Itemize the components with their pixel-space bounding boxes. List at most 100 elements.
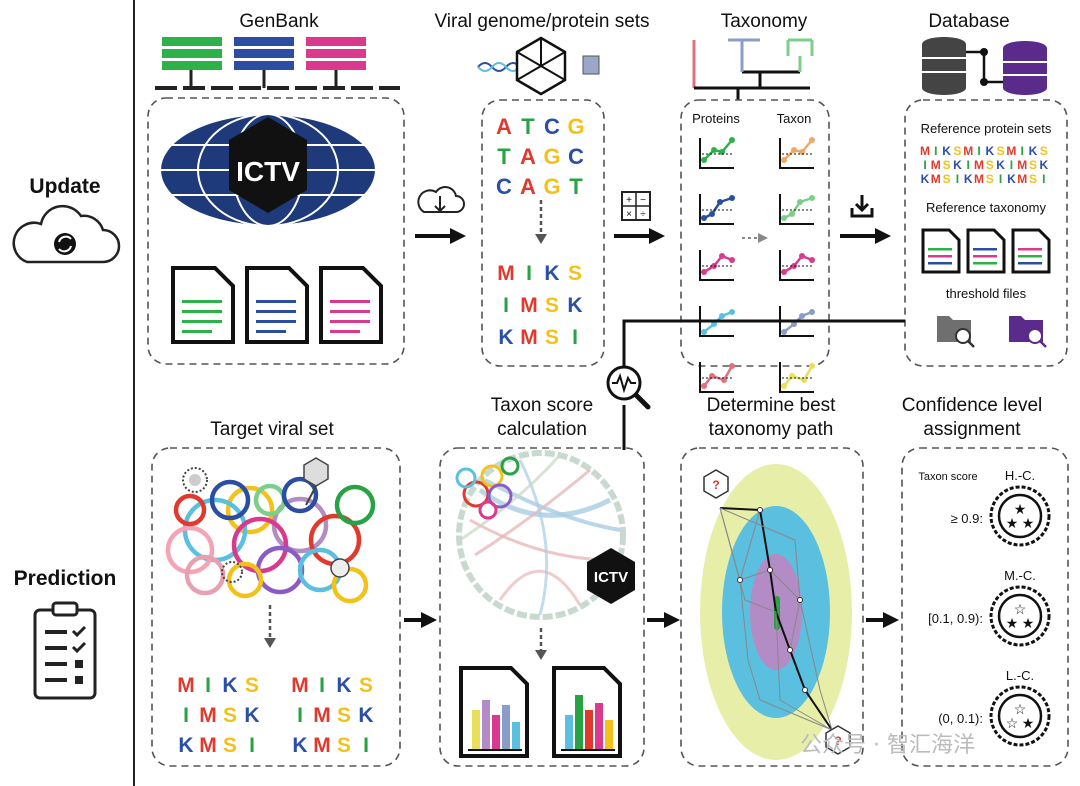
viral-sets-title: Viral genome/protein sets xyxy=(434,11,649,32)
svg-text:☆: ☆ xyxy=(1006,715,1019,731)
dna-letter: C xyxy=(496,174,512,199)
arrow-path-to-confidence xyxy=(866,612,899,628)
mini-plot-line xyxy=(783,196,813,220)
ref-protein-letter: M xyxy=(1017,158,1027,172)
mini-plot-axis xyxy=(779,362,814,393)
dna-letter: T xyxy=(569,174,583,199)
mini-plot-point xyxy=(797,199,803,205)
mini-plot-axis xyxy=(779,194,814,225)
ref-protein-letter: M xyxy=(931,172,941,186)
ref-protein-letter: K xyxy=(953,158,962,172)
mini-plot-point xyxy=(719,253,725,259)
mini-plot-line xyxy=(783,139,813,161)
mini-plot-point xyxy=(809,309,815,315)
download-tray-icon xyxy=(850,195,874,218)
mini-plot-point xyxy=(709,211,715,217)
row-label-prediction: Prediction xyxy=(14,567,117,590)
svg-text:★: ★ xyxy=(1014,501,1027,517)
ictv-logo-text: ICTV xyxy=(236,156,300,187)
target-protein-letter: I xyxy=(363,734,369,757)
mini-plot-point xyxy=(809,195,815,201)
target-protein-letter: K xyxy=(292,734,307,757)
ref-protein-letter: K xyxy=(1007,172,1016,186)
svg-text:★: ★ xyxy=(1006,615,1019,631)
dna-letter: T xyxy=(521,114,535,139)
taxonomy-path-network xyxy=(719,507,833,731)
ref-protein-letter: S xyxy=(943,158,951,172)
protein-letter: I xyxy=(503,294,509,317)
svg-text:×: × xyxy=(626,209,632,220)
taxonomy-col-proteins: Proteins xyxy=(692,111,740,126)
svg-text:÷: ÷ xyxy=(640,209,646,220)
arrow-sets-to-taxonomy xyxy=(614,228,665,244)
svg-text:★: ★ xyxy=(1022,515,1035,531)
mini-plot-point xyxy=(701,269,707,275)
mini-plot-point xyxy=(791,147,797,153)
mini-plot-point xyxy=(799,313,805,319)
svg-text:+: + xyxy=(626,195,632,206)
mini-plot-point xyxy=(789,211,795,217)
badge-label-low: L.-C. xyxy=(1006,668,1034,683)
arrow-proteins-to-taxon xyxy=(742,233,768,243)
mini-plot-point xyxy=(717,199,723,205)
protein-letter: M xyxy=(520,294,538,317)
target-protein-letter: K xyxy=(178,734,193,757)
ref-protein-letter: S xyxy=(943,172,951,186)
score-range-high: ≥ 0.9: xyxy=(951,511,983,526)
ref-protein-letter: S xyxy=(986,172,994,186)
target-protein-letter: S xyxy=(245,674,259,697)
ref-protein-letter: I xyxy=(923,158,926,172)
ref-protein-letter: I xyxy=(977,144,980,158)
viral-ring xyxy=(173,493,207,527)
ref-protein-letter: K xyxy=(964,172,973,186)
threshold-folder-icons xyxy=(937,316,1047,348)
protein-letter: K xyxy=(544,262,559,285)
genbank-panel xyxy=(147,97,405,365)
mini-plot-point xyxy=(799,253,805,259)
arrow-taxonomy-to-database xyxy=(840,228,891,244)
target-protein-letter: I xyxy=(249,734,255,757)
target-protein-letter: M xyxy=(313,704,331,727)
badge-label-high: H.-C. xyxy=(1005,468,1035,483)
dna-letter: A xyxy=(496,114,512,139)
badge-label-medium: M.-C. xyxy=(1004,568,1036,583)
taxonomy-col-taxon: Taxon xyxy=(777,111,812,126)
ref-protein-letter: M xyxy=(1006,144,1016,158)
ref-protein-letter: K xyxy=(1039,158,1048,172)
mini-plot-point xyxy=(729,195,735,201)
target-protein-letter: S xyxy=(337,734,351,757)
svg-text:★: ★ xyxy=(1022,615,1035,631)
mini-plot-point xyxy=(809,137,815,143)
ref-protein-letter: M xyxy=(963,144,973,158)
ref-protein-letter: S xyxy=(953,144,961,158)
unknown-mark-start: ? xyxy=(712,478,719,492)
viral-ring xyxy=(331,566,369,604)
genbank-document-icons xyxy=(171,266,383,344)
score-report-documents xyxy=(459,666,622,758)
ref-protein-letter: S xyxy=(1029,172,1037,186)
mini-plot-axis xyxy=(699,194,734,225)
protein-letter: K xyxy=(567,294,582,317)
target-protein-letter: I xyxy=(183,704,189,727)
svg-text:★: ★ xyxy=(1022,715,1035,731)
chord-circle-diagram: ICTV xyxy=(455,450,635,620)
target-protein-letter: S xyxy=(223,704,237,727)
viral-ring xyxy=(209,479,251,521)
mini-plot-point xyxy=(701,215,707,221)
taxon-score-title-2: calculation xyxy=(497,419,587,440)
protein-letter: S xyxy=(545,294,559,317)
phylogenetic-tree-icon xyxy=(692,38,814,100)
mini-plot-axis xyxy=(779,250,814,281)
target-viral-rings xyxy=(165,476,376,604)
dna-letter: G xyxy=(543,174,560,199)
target-protein-letter: M xyxy=(313,734,331,757)
mini-plot-axis xyxy=(699,306,734,337)
unknown-virus-start-icon: ? xyxy=(703,469,729,499)
ref-protein-letter: M xyxy=(920,144,930,158)
ictv-globe-logo: ICTV xyxy=(159,113,377,227)
protein-letter: I xyxy=(572,326,578,349)
confidence-title-2: assignment xyxy=(923,419,1021,440)
